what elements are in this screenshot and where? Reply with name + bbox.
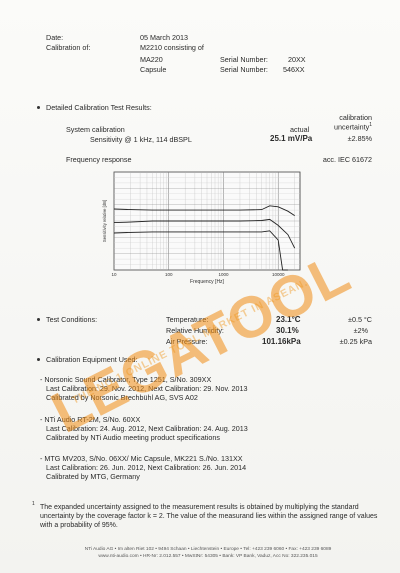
- condition-label-humidity: Relative Humidity:: [166, 326, 224, 335]
- calibration-of-label: Calibration of:: [46, 43, 91, 52]
- frequency-response-label: Frequency response: [66, 155, 132, 164]
- condition-tolerance-temperature: ±0.5 °C: [348, 315, 372, 324]
- frequency-response-chart: 10 100 1000 10000 Frequency [Hz] Sensitivit…: [102, 171, 301, 285]
- uncertainty-value: ±2.85%: [347, 134, 372, 143]
- footer-address: NTi Audio AG • Im alten Riet 102 • 9494 …: [84, 547, 332, 552]
- series-lines: [113, 205, 296, 271]
- uncertainty-label-2: uncertainty1: [334, 122, 372, 132]
- uncertainty-footnote: 1 The expanded uncertainty assigned to t…: [32, 501, 380, 530]
- frequency-response-standard: acc. IEC 61672: [322, 155, 372, 164]
- sensitivity-value: 25.1 mV/Pa: [270, 134, 313, 143]
- bullet: [37, 106, 40, 109]
- item-serial-value: 20XX: [288, 55, 306, 64]
- sensitivity-label: Sensitivity @ 1 kHz, 114 dBSPL: [90, 135, 192, 144]
- item-serial-label: Serial Number:: [220, 65, 268, 74]
- x-tick-label: 10: [111, 272, 117, 277]
- bullet: [37, 358, 40, 361]
- equipment-item-title: - Norsonic Sound Calibrator, Type 1251, …: [40, 375, 212, 384]
- item-name-ma220: MA220: [140, 55, 163, 64]
- condition-tolerance-pressure: ±0.25 kPa: [339, 337, 372, 346]
- equipment-item: - NTi Audio RT-2M, S/No. 60XX Last Calib…: [40, 415, 248, 442]
- x-tick-labels: 10 100 1000 10000: [111, 272, 284, 277]
- equipment-item-calibrated-by: Calibrated by Norsonic Brechbühl AG, SVS…: [46, 393, 198, 402]
- uncertainty-label-1: calibration: [339, 113, 372, 122]
- condition-label-temperature: Temperature:: [166, 315, 209, 324]
- equipment-item: - MTG MV203, S/No. 06XX/ Mic Capsule, MK…: [40, 454, 246, 481]
- condition-value-pressure: 101.16kPa: [262, 337, 301, 346]
- calibration-of-value: M2210 consisting of: [140, 43, 204, 52]
- equipment-item-title: - MTG MV203, S/No. 06XX/ Mic Capsule, MK…: [40, 454, 243, 463]
- equipment-item-title: - NTi Audio RT-2M, S/No. 60XX: [40, 415, 141, 424]
- equipment-item-calibrated-by: Calibrated by MTG, Germany: [46, 472, 140, 481]
- equipment-item: - Norsonic Sound Calibrator, Type 1251, …: [40, 375, 248, 402]
- frequency-response-line-3: [113, 230, 288, 271]
- bullet: [37, 318, 40, 321]
- x-tick-label: 100: [165, 272, 173, 277]
- condition-value-humidity: 30.1%: [276, 326, 299, 335]
- x-tick-label: 10000: [272, 272, 285, 277]
- detailed-results-heading: Detailed Calibration Test Results:: [46, 103, 152, 112]
- test-conditions-heading: Test Conditions:: [46, 315, 98, 324]
- footnote-marker: 1: [32, 501, 35, 507]
- item-serial-value: 546XX: [283, 65, 305, 74]
- y-axis-label: Sensitivity relative [dB]: [102, 200, 107, 242]
- date-label: Date:: [46, 33, 64, 42]
- actual-label: actual: [290, 125, 310, 134]
- item-serial-label: Serial Number:: [220, 55, 268, 64]
- frequency-response-line-1: [113, 205, 295, 216]
- equipment-heading: Calibration Equipment Used:: [46, 355, 138, 364]
- equipment-item-dates: Last Calibration: 29. Nov. 2012, Next Ca…: [46, 384, 248, 393]
- equipment-item-dates: Last Calibration: 26. Jun. 2012, Next Ca…: [46, 463, 247, 472]
- equipment-item-dates: Last Calibration: 24. Aug. 2012, Next Ca…: [46, 424, 248, 433]
- system-calibration-label: System calibration: [66, 125, 125, 134]
- equipment-item-calibrated-by: Calibrated by NTi Audio meeting product …: [46, 433, 220, 442]
- x-axis-label: Frequency [Hz]: [190, 279, 225, 285]
- condition-label-pressure: Air Pressure:: [166, 337, 208, 346]
- condition-tolerance-humidity: ±2%: [353, 326, 368, 335]
- condition-value-temperature: 23.1°C: [276, 315, 301, 324]
- footer-registration: www.nti-audio.com • HR-Nr: 2.012.557 • M…: [98, 553, 318, 559]
- item-name-capsule: Capsule: [140, 65, 167, 74]
- x-tick-label: 1000: [218, 272, 229, 277]
- footnote-text: The expanded uncertainty assigned to the…: [40, 504, 378, 530]
- frequency-response-line-2: [113, 218, 296, 249]
- company-footer: NTi Audio AG • Im alten Riet 102 • 9494 …: [28, 547, 388, 560]
- date-value: 05 March 2013: [140, 33, 188, 42]
